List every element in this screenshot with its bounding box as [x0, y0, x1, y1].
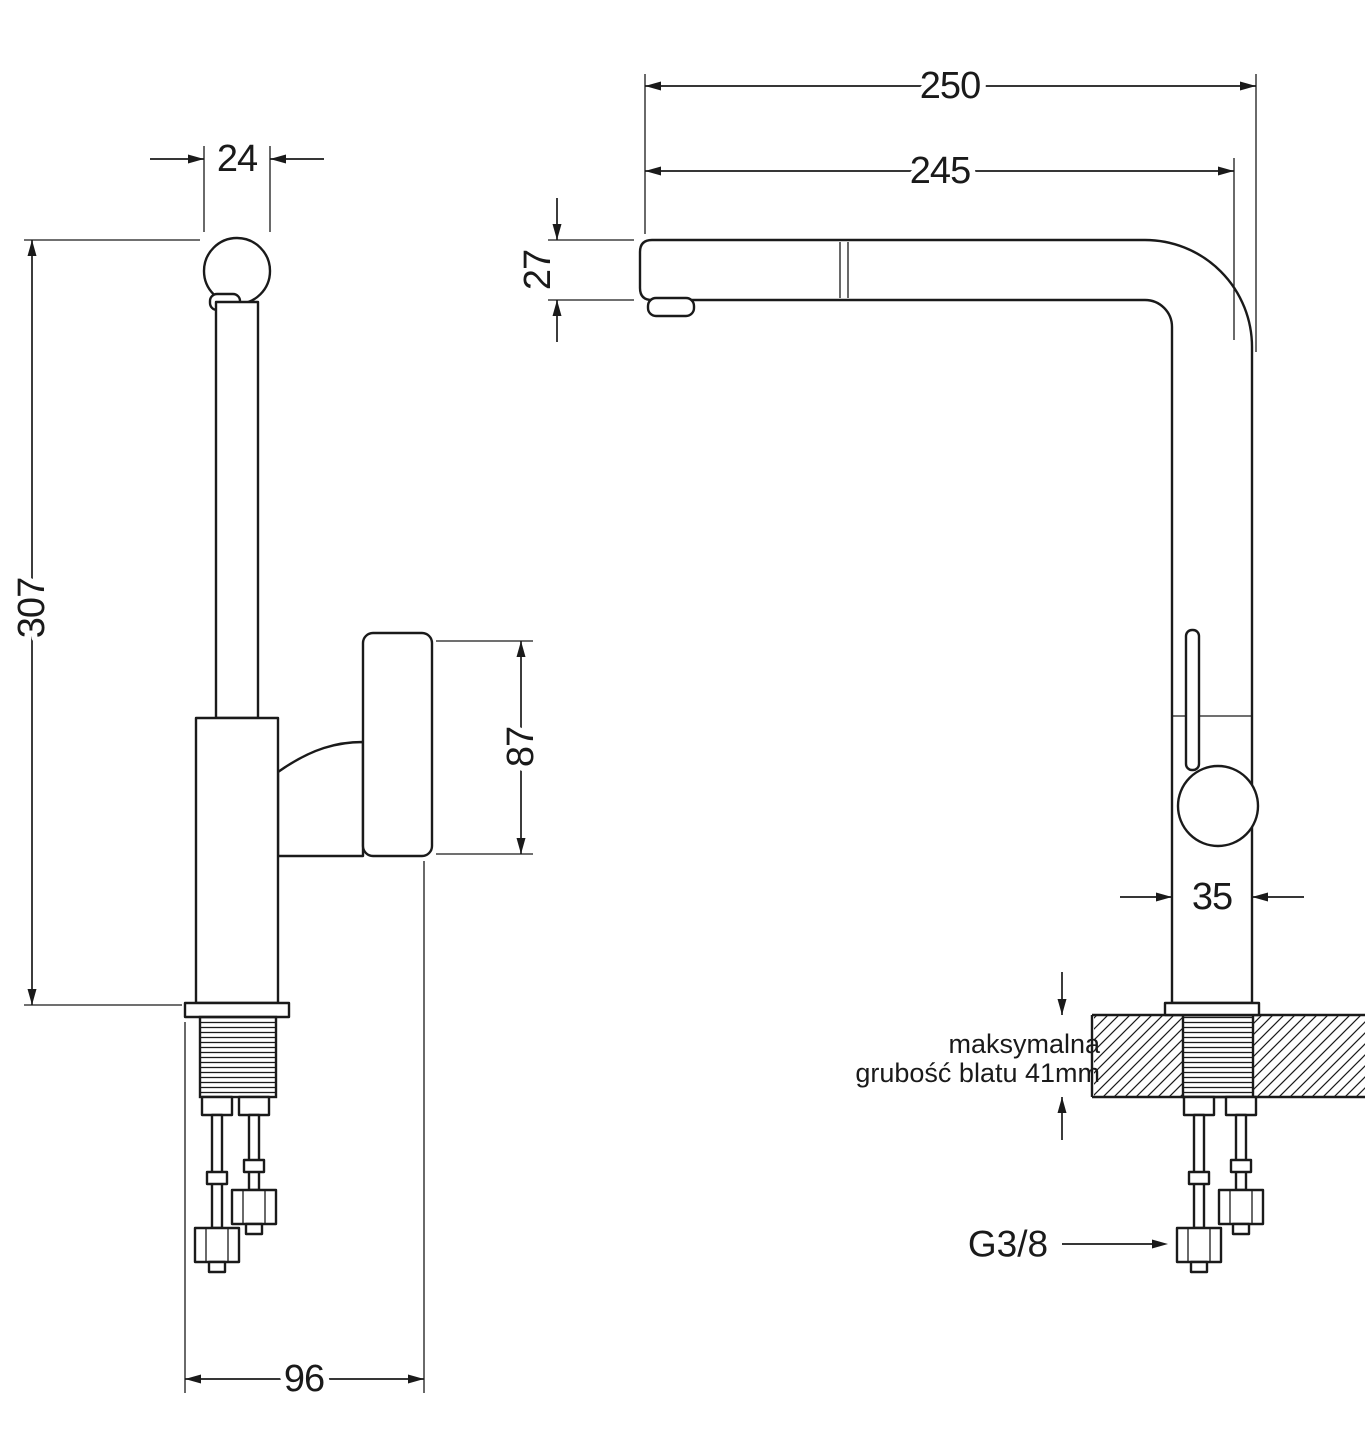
dim-spout-tip-height: 27	[517, 198, 634, 342]
hex-nut	[193, 1226, 241, 1264]
arrowhead	[408, 1374, 424, 1384]
hose-nut	[1217, 1188, 1265, 1236]
riser-tube-side	[214, 300, 260, 720]
lever-knob-side	[361, 631, 434, 858]
dim-lever-height-value: 87	[500, 727, 542, 767]
mounting-hardware-side	[193, 1095, 278, 1274]
side-view: 24 307 87 96	[5, 138, 548, 1406]
arrowhead	[645, 166, 661, 176]
mounting-hardware-front	[1175, 1095, 1265, 1274]
shank-collar	[1224, 1095, 1258, 1117]
mounting-stud-foot	[1187, 1170, 1211, 1186]
arrowhead	[188, 154, 204, 164]
hex-nut	[1175, 1226, 1223, 1264]
nut-tip	[1231, 1222, 1251, 1236]
arrowhead	[516, 641, 526, 657]
hose-nut	[193, 1226, 241, 1274]
base-flange-front	[1163, 1001, 1261, 1017]
dim-base-reach-value: 96	[284, 1358, 324, 1400]
dim-base-reach: 96	[184, 861, 425, 1406]
dim-spout-reach-value: 245	[910, 150, 970, 192]
faucet-body-side	[194, 716, 280, 1005]
lever-rod-front	[1184, 628, 1201, 772]
shank-collar	[237, 1095, 271, 1117]
dim-lever-height: 87	[436, 640, 548, 855]
arrowhead	[552, 224, 562, 240]
arrowhead	[1152, 1239, 1168, 1249]
dim-body-width: 35	[1120, 870, 1304, 924]
hose-nut	[230, 1188, 278, 1236]
arrowhead	[1057, 999, 1067, 1015]
dim-total-height: 307	[5, 239, 200, 1006]
dim-total-height-value: 307	[11, 578, 53, 638]
dim-counter-thickness: maksymalna grubość blatu 41mm	[855, 972, 1101, 1140]
arrowhead	[1240, 81, 1256, 91]
dim-head-width: 24	[150, 138, 324, 232]
countertop-section	[1090, 1001, 1365, 1099]
front-view: 250 245 27 35	[517, 59, 1365, 1274]
hex-nut	[1217, 1188, 1265, 1226]
lever-hub-front	[1176, 764, 1260, 848]
arrowhead	[1156, 892, 1172, 902]
arrowhead	[1057, 1097, 1067, 1113]
arrowhead	[27, 240, 37, 256]
thread-connection-callout: G3/8	[968, 1224, 1168, 1265]
arrowhead	[1218, 166, 1234, 176]
supply-hose	[247, 1113, 261, 1192]
mounting-stud-foot	[1229, 1158, 1253, 1174]
shank-collar	[1182, 1095, 1216, 1117]
dim-body-width-value: 35	[1192, 876, 1232, 918]
dim-spout-tip-height-value: 27	[517, 250, 559, 290]
mounting-stud-foot	[205, 1170, 229, 1186]
shank-collar	[200, 1095, 234, 1117]
faucet-body-front	[638, 238, 1254, 1005]
arrowhead	[552, 300, 562, 316]
arrowhead	[27, 989, 37, 1005]
dim-overall-depth: 250	[644, 59, 1257, 352]
counter-note-line2: grubość blatu 41mm	[855, 1058, 1100, 1088]
arrowhead	[270, 154, 286, 164]
arrowhead	[185, 1374, 201, 1384]
arrowhead	[645, 81, 661, 91]
nut-tip	[1189, 1260, 1209, 1274]
nut-tip	[207, 1260, 227, 1274]
dim-head-width-value: 24	[217, 138, 258, 180]
dim-overall-depth-value: 250	[920, 65, 980, 107]
hose-nut	[1175, 1226, 1223, 1274]
lever-joint-side	[276, 740, 365, 858]
hex-nut	[230, 1188, 278, 1226]
mounting-stud-foot	[242, 1158, 266, 1174]
nut-tip	[244, 1222, 264, 1236]
thread-connection-label: G3/8	[968, 1224, 1048, 1265]
aerator-outlet-front	[646, 296, 696, 318]
arrowhead	[1252, 892, 1268, 902]
supply-hose	[1234, 1113, 1248, 1192]
base-plate-side	[183, 1001, 291, 1019]
arrowhead	[516, 838, 526, 854]
counter-note-line1: maksymalna	[948, 1029, 1101, 1059]
dim-spout-reach: 245	[645, 144, 1235, 340]
countertop-hatch	[1253, 1015, 1365, 1097]
threaded-shank-side	[198, 1015, 278, 1099]
countertop-hatch	[1094, 1015, 1183, 1097]
threaded-shank-front	[1181, 1013, 1255, 1099]
